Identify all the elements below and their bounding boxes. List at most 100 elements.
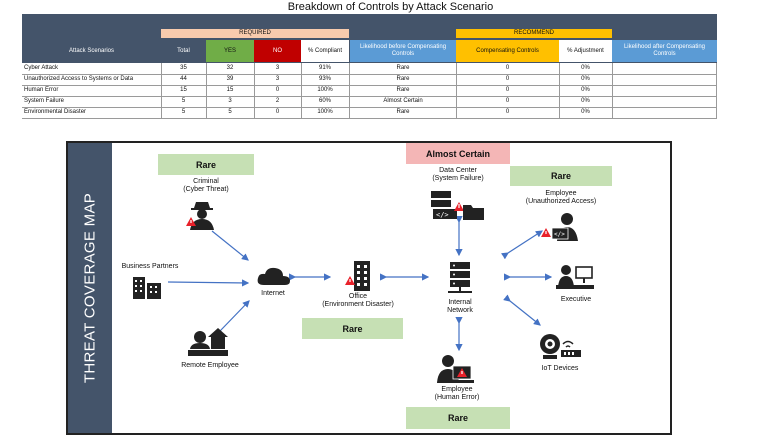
webcam-icon bbox=[540, 334, 581, 359]
cell-adjustment: 0% bbox=[581, 98, 590, 104]
unauth-employee-label-line2: (Unauthorized Access) bbox=[525, 198, 597, 205]
cell-yes: 39 bbox=[226, 76, 234, 82]
table-row: System Failure 5 3 2 60% Almost Certain … bbox=[22, 96, 717, 108]
cell-no: 2 bbox=[275, 98, 280, 104]
arrow-network-iot bbox=[503, 294, 541, 326]
cloud-icon bbox=[257, 267, 290, 285]
cell-no: 0 bbox=[275, 87, 280, 93]
column-divider bbox=[456, 63, 457, 118]
cell-compliant: 91% bbox=[318, 65, 331, 71]
laptop-user-icon bbox=[437, 355, 474, 383]
cell-adjustment: 0% bbox=[581, 87, 590, 93]
internal-network-label-line2: Network bbox=[447, 307, 473, 314]
cell-compensating: 0 bbox=[505, 65, 510, 71]
cell-likelihood-after bbox=[612, 107, 717, 118]
column-divider bbox=[612, 63, 613, 118]
cell-total: 35 bbox=[180, 65, 187, 71]
cell-likelihood-after bbox=[612, 74, 717, 85]
coder-icon: </> bbox=[541, 213, 578, 241]
internal-network-label: Internal Network bbox=[432, 299, 488, 315]
header-yes: YES bbox=[206, 40, 254, 62]
cell-likelihood-after bbox=[612, 96, 717, 107]
cell-compensating: 0 bbox=[505, 87, 510, 93]
header-likelihood-after: Likelihood after Compensating Controls bbox=[612, 40, 717, 62]
table-row: Cyber Attack 35 32 3 91% Rare 0 0% bbox=[22, 63, 717, 75]
svg-text:</>: </> bbox=[436, 211, 449, 219]
map-sidebar: THREAT COVERAGE MAP bbox=[68, 143, 112, 433]
header-likelihood-before: Likelihood before Compensating Controls bbox=[350, 40, 456, 62]
cell-scenario: Unauthorized Access to Systems or Data bbox=[24, 76, 134, 82]
header-attack-scenarios: Attack Scenarios bbox=[68, 47, 115, 54]
executive-label: Executive bbox=[560, 296, 592, 303]
column-divider bbox=[254, 63, 255, 118]
office-label: Office (Environment Disaster) bbox=[306, 293, 410, 309]
threat-coverage-map: THREAT COVERAGE MAP Rare Criminal (Cyber… bbox=[66, 141, 672, 435]
human-error-employee-label-line1: Employee bbox=[441, 386, 473, 393]
cell-compliant: 60% bbox=[318, 98, 331, 104]
business-partners-label: Business Partners bbox=[121, 263, 179, 270]
building-icon bbox=[345, 261, 370, 291]
connection-arrows bbox=[167, 216, 553, 352]
table-row: Human Error 15 15 0 100% Rare 0 0% bbox=[22, 85, 717, 97]
column-divider bbox=[349, 63, 350, 118]
header-adjustment: % Adjustment bbox=[559, 40, 612, 62]
internal-network-label-line1: Internal bbox=[448, 299, 472, 306]
cell-yes: 5 bbox=[228, 109, 232, 115]
cell-adjustment: 0% bbox=[581, 76, 590, 82]
cell-yes: 32 bbox=[226, 65, 234, 71]
buildings-icon bbox=[133, 277, 161, 299]
header-total: Total bbox=[177, 47, 190, 54]
cell-total: 5 bbox=[181, 98, 186, 104]
arrow-remote-internet bbox=[219, 300, 250, 332]
cell-likelihood-before: Rare bbox=[396, 87, 410, 93]
cell-no: 0 bbox=[275, 109, 280, 115]
remote-employee-label: Remote Employee bbox=[181, 362, 239, 369]
cell-likelihood-after bbox=[612, 63, 717, 74]
arrow-network-unauth-employee bbox=[501, 230, 544, 260]
cell-no: 3 bbox=[275, 65, 280, 71]
hacker-icon bbox=[186, 202, 214, 230]
cell-scenario: Human Error bbox=[24, 87, 59, 93]
table-row: Environmental Disaster 5 5 0 100% Rare 0… bbox=[22, 107, 717, 119]
cell-compensating: 0 bbox=[505, 109, 510, 115]
criminal-label-line1: Criminal bbox=[193, 178, 219, 185]
office-label-line1: Office bbox=[348, 293, 368, 300]
network-server-icon bbox=[448, 262, 472, 293]
column-divider bbox=[716, 63, 717, 118]
cell-yes: 3 bbox=[228, 98, 232, 104]
executive-desk-icon bbox=[556, 265, 594, 289]
cell-no: 3 bbox=[275, 76, 280, 82]
unauth-employee-likelihood-badge: Rare bbox=[510, 166, 612, 186]
datacenter-label: Data Center (System Failure) bbox=[408, 167, 508, 183]
cell-compensating: 0 bbox=[505, 76, 510, 82]
cell-scenario: Environmental Disaster bbox=[24, 109, 87, 115]
cell-likelihood-before: Rare bbox=[396, 76, 410, 82]
column-divider bbox=[206, 63, 207, 118]
human-error-employee-label: Employee (Human Error) bbox=[416, 386, 498, 402]
cell-compliant: 93% bbox=[318, 76, 331, 82]
page-title: Breakdown of Controls by Attack Scenario bbox=[287, 1, 494, 13]
header-no: NO bbox=[254, 40, 301, 62]
criminal-likelihood-badge: Rare bbox=[158, 154, 254, 175]
table-row: Unauthorized Access to Systems or Data 4… bbox=[22, 74, 717, 86]
column-divider bbox=[161, 63, 162, 118]
svg-text:</>: </> bbox=[554, 231, 565, 238]
human-error-likelihood-badge: Rare bbox=[406, 407, 510, 429]
unauth-employee-label: Employee (Unauthorized Access) bbox=[508, 190, 614, 206]
home-worker-icon bbox=[188, 328, 228, 356]
office-likelihood-badge: Rare bbox=[302, 318, 403, 339]
cell-compensating: 0 bbox=[505, 98, 510, 104]
header-compliant: % Compliant bbox=[301, 40, 349, 62]
cell-compliant: 100% bbox=[317, 87, 333, 93]
cell-yes: 15 bbox=[226, 87, 234, 93]
required-group-header: REQUIRED bbox=[161, 29, 349, 38]
cell-likelihood-after bbox=[612, 85, 717, 96]
datacenter-likelihood-badge: Almost Certain bbox=[406, 143, 510, 164]
criminal-label: Criminal (Cyber Threat) bbox=[158, 178, 254, 194]
datacenter-label-line2: (System Failure) bbox=[432, 175, 484, 182]
cell-adjustment: 0% bbox=[581, 109, 590, 115]
cell-likelihood-before: Rare bbox=[396, 109, 410, 115]
criminal-label-line2: (Cyber Threat) bbox=[183, 186, 229, 193]
office-label-line2: (Environment Disaster) bbox=[322, 301, 394, 308]
unauth-employee-label-line1: Employee bbox=[545, 190, 577, 197]
